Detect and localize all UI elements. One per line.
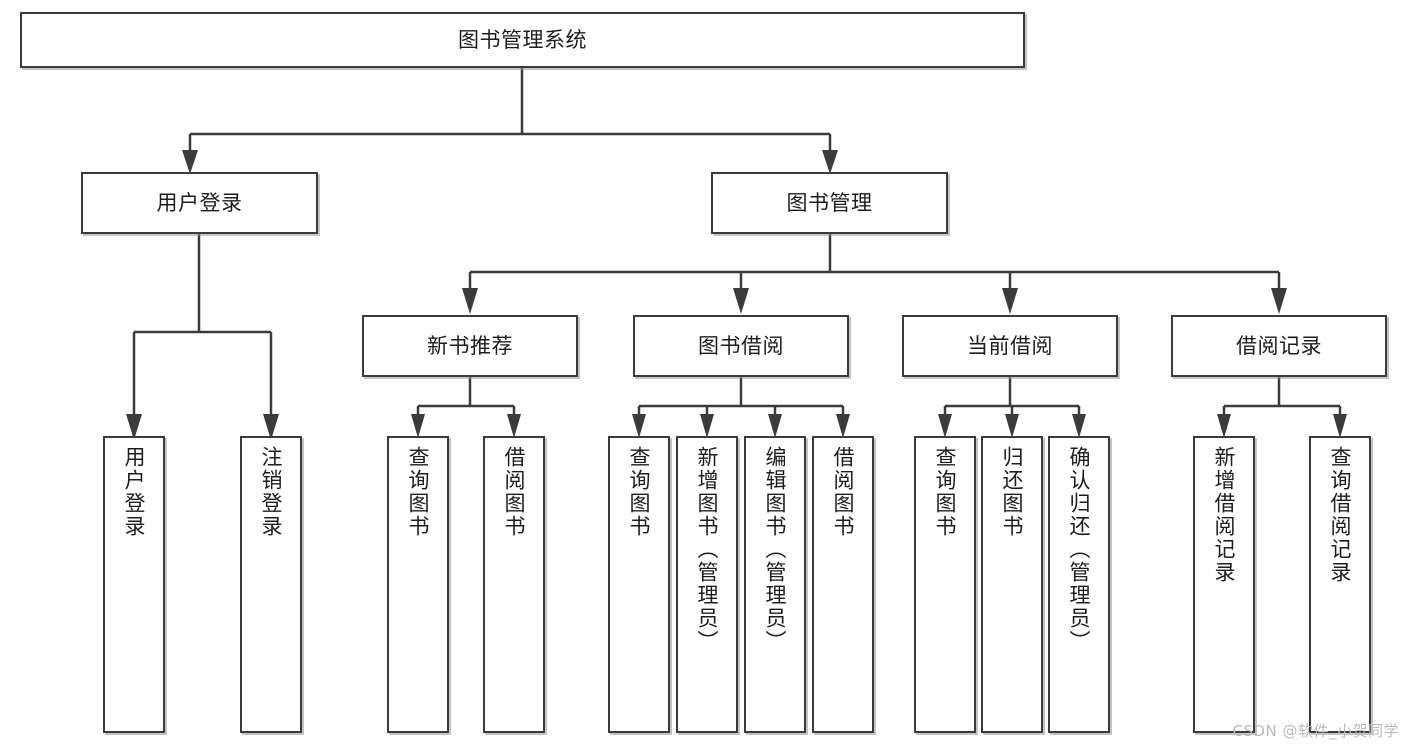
node-label: 查询图书 xyxy=(406,446,431,538)
node-book-borrow[interactable]: 图书借阅 xyxy=(633,315,849,377)
node-label: 当前借阅 xyxy=(967,333,1053,358)
node-user-login[interactable]: 用户登录 xyxy=(81,172,318,234)
node-label: 查询图书 xyxy=(627,446,652,538)
arrowhead-bb-leaf-1 xyxy=(632,414,646,438)
node-label: 归还图书 xyxy=(1000,446,1025,538)
leaf-user-login-logout[interactable]: 注销登录 xyxy=(240,436,302,733)
node-label: 借阅记录 xyxy=(1236,333,1322,358)
node-root-library-management-system[interactable]: 图书管理系统 xyxy=(20,12,1025,68)
arrowhead-borrow-record xyxy=(1271,288,1287,314)
leaf-book-borrow-borrow-book[interactable]: 借阅图书 xyxy=(812,436,874,733)
leaf-book-borrow-edit-book-admin[interactable]: 编辑图书（管理员） xyxy=(744,436,806,733)
arrowhead-nb-leaf-2 xyxy=(507,414,521,438)
leaf-current-borrow-confirm-return-admin[interactable]: 确认归还（管理员） xyxy=(1048,436,1110,733)
node-new-book-recommend[interactable]: 新书推荐 xyxy=(362,315,578,377)
leaf-user-login-login[interactable]: 用户登录 xyxy=(103,436,165,733)
node-book-management[interactable]: 图书管理 xyxy=(711,172,948,234)
arrowhead-new-book xyxy=(462,288,478,314)
leaf-borrow-record-query-record[interactable]: 查询借阅记录 xyxy=(1309,436,1371,733)
arrowhead-book-borrow xyxy=(733,288,749,314)
leaf-current-borrow-return-book[interactable]: 归还图书 xyxy=(981,436,1043,733)
arrowhead-book-manage xyxy=(822,150,838,174)
node-label: 确认归还（管理员） xyxy=(1067,446,1092,653)
arrowhead-cb-leaf-1 xyxy=(938,414,952,438)
node-label: 编辑图书（管理员） xyxy=(763,446,788,653)
leaf-new-book-query-book[interactable]: 查询图书 xyxy=(387,436,449,733)
node-label: 借阅图书 xyxy=(502,446,527,538)
arrowhead-bb-leaf-4 xyxy=(836,414,850,438)
leaf-book-borrow-add-book-admin[interactable]: 新增图书（管理员） xyxy=(676,436,738,733)
leaf-new-book-borrow-book[interactable]: 借阅图书 xyxy=(483,436,545,733)
node-borrow-record[interactable]: 借阅记录 xyxy=(1171,315,1387,377)
node-label: 图书管理 xyxy=(786,190,873,215)
arrowhead-current-borrow xyxy=(1002,288,1018,314)
node-label: 查询图书 xyxy=(933,446,958,538)
csdn-watermark: CSDN @软件_小贺同学 xyxy=(1232,722,1399,740)
node-current-borrow[interactable]: 当前借阅 xyxy=(902,315,1118,377)
arrowhead-cb-leaf-2 xyxy=(1005,414,1019,438)
node-label: 查询借阅记录 xyxy=(1328,446,1353,584)
arrowhead-cb-leaf-3 xyxy=(1072,414,1086,438)
arrowhead-bb-leaf-2 xyxy=(700,414,714,438)
arrowhead-br-leaf-1 xyxy=(1217,414,1231,438)
node-label: 图书借阅 xyxy=(698,333,784,358)
node-label: 用户登录 xyxy=(156,190,243,215)
node-label: 新增借阅记录 xyxy=(1212,446,1237,584)
node-label: 注销登录 xyxy=(259,446,284,538)
leaf-current-borrow-query-book[interactable]: 查询图书 xyxy=(914,436,976,733)
arrowhead-user-login xyxy=(182,150,198,174)
leaf-borrow-record-add-record[interactable]: 新增借阅记录 xyxy=(1193,436,1255,733)
node-label: 新书推荐 xyxy=(427,333,513,358)
arrowhead-br-leaf-2 xyxy=(1333,414,1347,438)
arrowhead-nb-leaf-1 xyxy=(411,414,425,438)
node-label: 用户登录 xyxy=(122,446,147,538)
leaf-book-borrow-query-book[interactable]: 查询图书 xyxy=(608,436,670,733)
node-label: 新增图书（管理员） xyxy=(695,446,720,653)
node-label: 图书管理系统 xyxy=(458,27,587,52)
arrowhead-bb-leaf-3 xyxy=(768,414,782,438)
node-label: 借阅图书 xyxy=(831,446,856,538)
